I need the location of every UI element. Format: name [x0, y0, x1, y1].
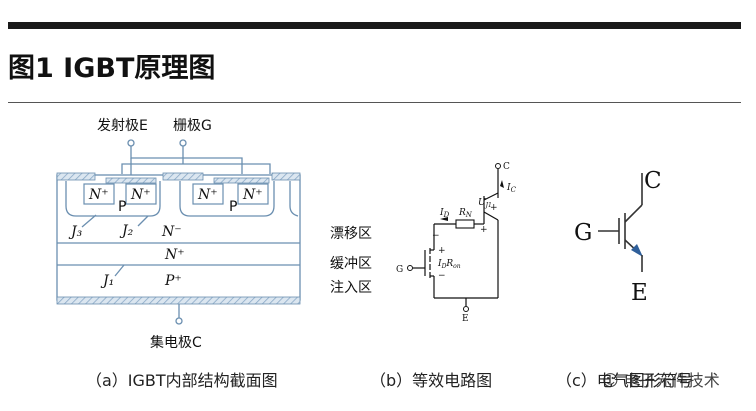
gate-label: 栅极G — [173, 118, 212, 134]
caption-a: （a）IGBT内部结构截面图 — [86, 371, 278, 390]
rn-label: RN — [458, 208, 473, 219]
pnp-collector — [483, 211, 499, 221]
n-plus-label: N⁺ — [88, 187, 109, 203]
id-arrow — [440, 217, 448, 221]
emitter-label: 发射极E — [97, 118, 148, 134]
j3-label: J₃ — [68, 224, 83, 240]
n-plus-box — [83, 183, 115, 205]
p-label: P — [229, 199, 237, 215]
uj-plus-2: + — [480, 225, 488, 235]
n-plus-box — [125, 183, 157, 205]
j3-pointer — [81, 214, 97, 228]
n-minus-label: N⁻ — [161, 224, 182, 240]
n-plus-label: N⁺ — [197, 187, 218, 203]
drift-region-label: 漂移区 — [330, 226, 372, 242]
oxide-strip — [56, 172, 96, 181]
symbol-collector-diag — [624, 204, 643, 223]
gate-terminal — [179, 139, 187, 147]
p-well-right — [179, 181, 275, 217]
ic-arrow — [500, 180, 504, 188]
mos-minus: − — [438, 271, 446, 281]
n-plus-box — [192, 183, 224, 205]
n-plus-label: N⁺ — [130, 187, 151, 203]
title-rule — [8, 102, 741, 103]
node-g — [407, 265, 413, 271]
n-plus-box — [237, 183, 269, 205]
id-ron-label: IDRon — [437, 259, 461, 270]
node-g-label: G — [396, 265, 403, 275]
pnp-emitter — [483, 192, 499, 201]
p-well-left — [65, 181, 161, 217]
collector-terminal — [175, 317, 183, 325]
panel-a-cross-section: 发射极E 栅极G N⁺ N⁺ N⁺ N⁺ P P J₃ J₂ — [56, 118, 301, 351]
p-well-edge — [289, 181, 299, 217]
emitter-terminal — [127, 139, 135, 147]
j1-label: J₁ — [100, 273, 114, 289]
symbol-emitter-arrow — [631, 244, 643, 257]
p-label: P — [118, 199, 126, 215]
j2-label: J₂ — [119, 223, 134, 239]
j2-pointer — [137, 215, 149, 227]
drift-minus: − — [432, 231, 440, 241]
n-buffer-label: N⁺ — [164, 247, 185, 263]
gate-oxide — [105, 177, 157, 184]
rn-resistor — [455, 219, 475, 229]
ic-label: IC — [506, 183, 517, 194]
symbol-c-label: C — [644, 168, 662, 194]
symbol-g-label: G — [574, 220, 592, 246]
injection-region-label: 注入区 — [330, 280, 372, 296]
uj-label: UJ1 — [478, 198, 492, 209]
gate-oxide — [213, 177, 270, 184]
oxide-strip — [162, 172, 204, 181]
p-plus-label: P⁺ — [164, 273, 182, 289]
collector-label: 集电极C — [150, 334, 202, 351]
figure-title: 图1 IGBT原理图 — [8, 53, 216, 84]
node-c-label: C — [503, 162, 510, 172]
n-plus-label: N⁺ — [242, 187, 263, 203]
caption-b: （b）等效电路图 — [370, 371, 492, 390]
id-label: ID — [439, 208, 450, 219]
collector-metal — [56, 296, 301, 305]
uj-plus: + — [490, 203, 498, 213]
panel-c-symbol: C G E — [574, 168, 662, 306]
oxide-strip — [271, 172, 301, 181]
symbol-e-label: E — [631, 280, 648, 306]
node-e-label: E — [462, 314, 469, 324]
panel-b-equivalent-circuit: 漂移区 缓冲区 注入区 C IC UJ1 + + ID RN − — [330, 162, 517, 324]
j1-pointer — [114, 264, 125, 277]
top-bar — [8, 22, 741, 29]
watermark: ☺ 电子元件技术 — [602, 371, 720, 390]
gate-wire — [121, 146, 271, 174]
buffer-region-label: 缓冲区 — [330, 256, 372, 272]
node-c — [495, 163, 501, 169]
mos-plus: + — [438, 246, 446, 256]
node-e — [463, 306, 469, 312]
caption-c: （c）电气图形符号 — [556, 371, 693, 390]
emitter-wire — [130, 146, 243, 174]
